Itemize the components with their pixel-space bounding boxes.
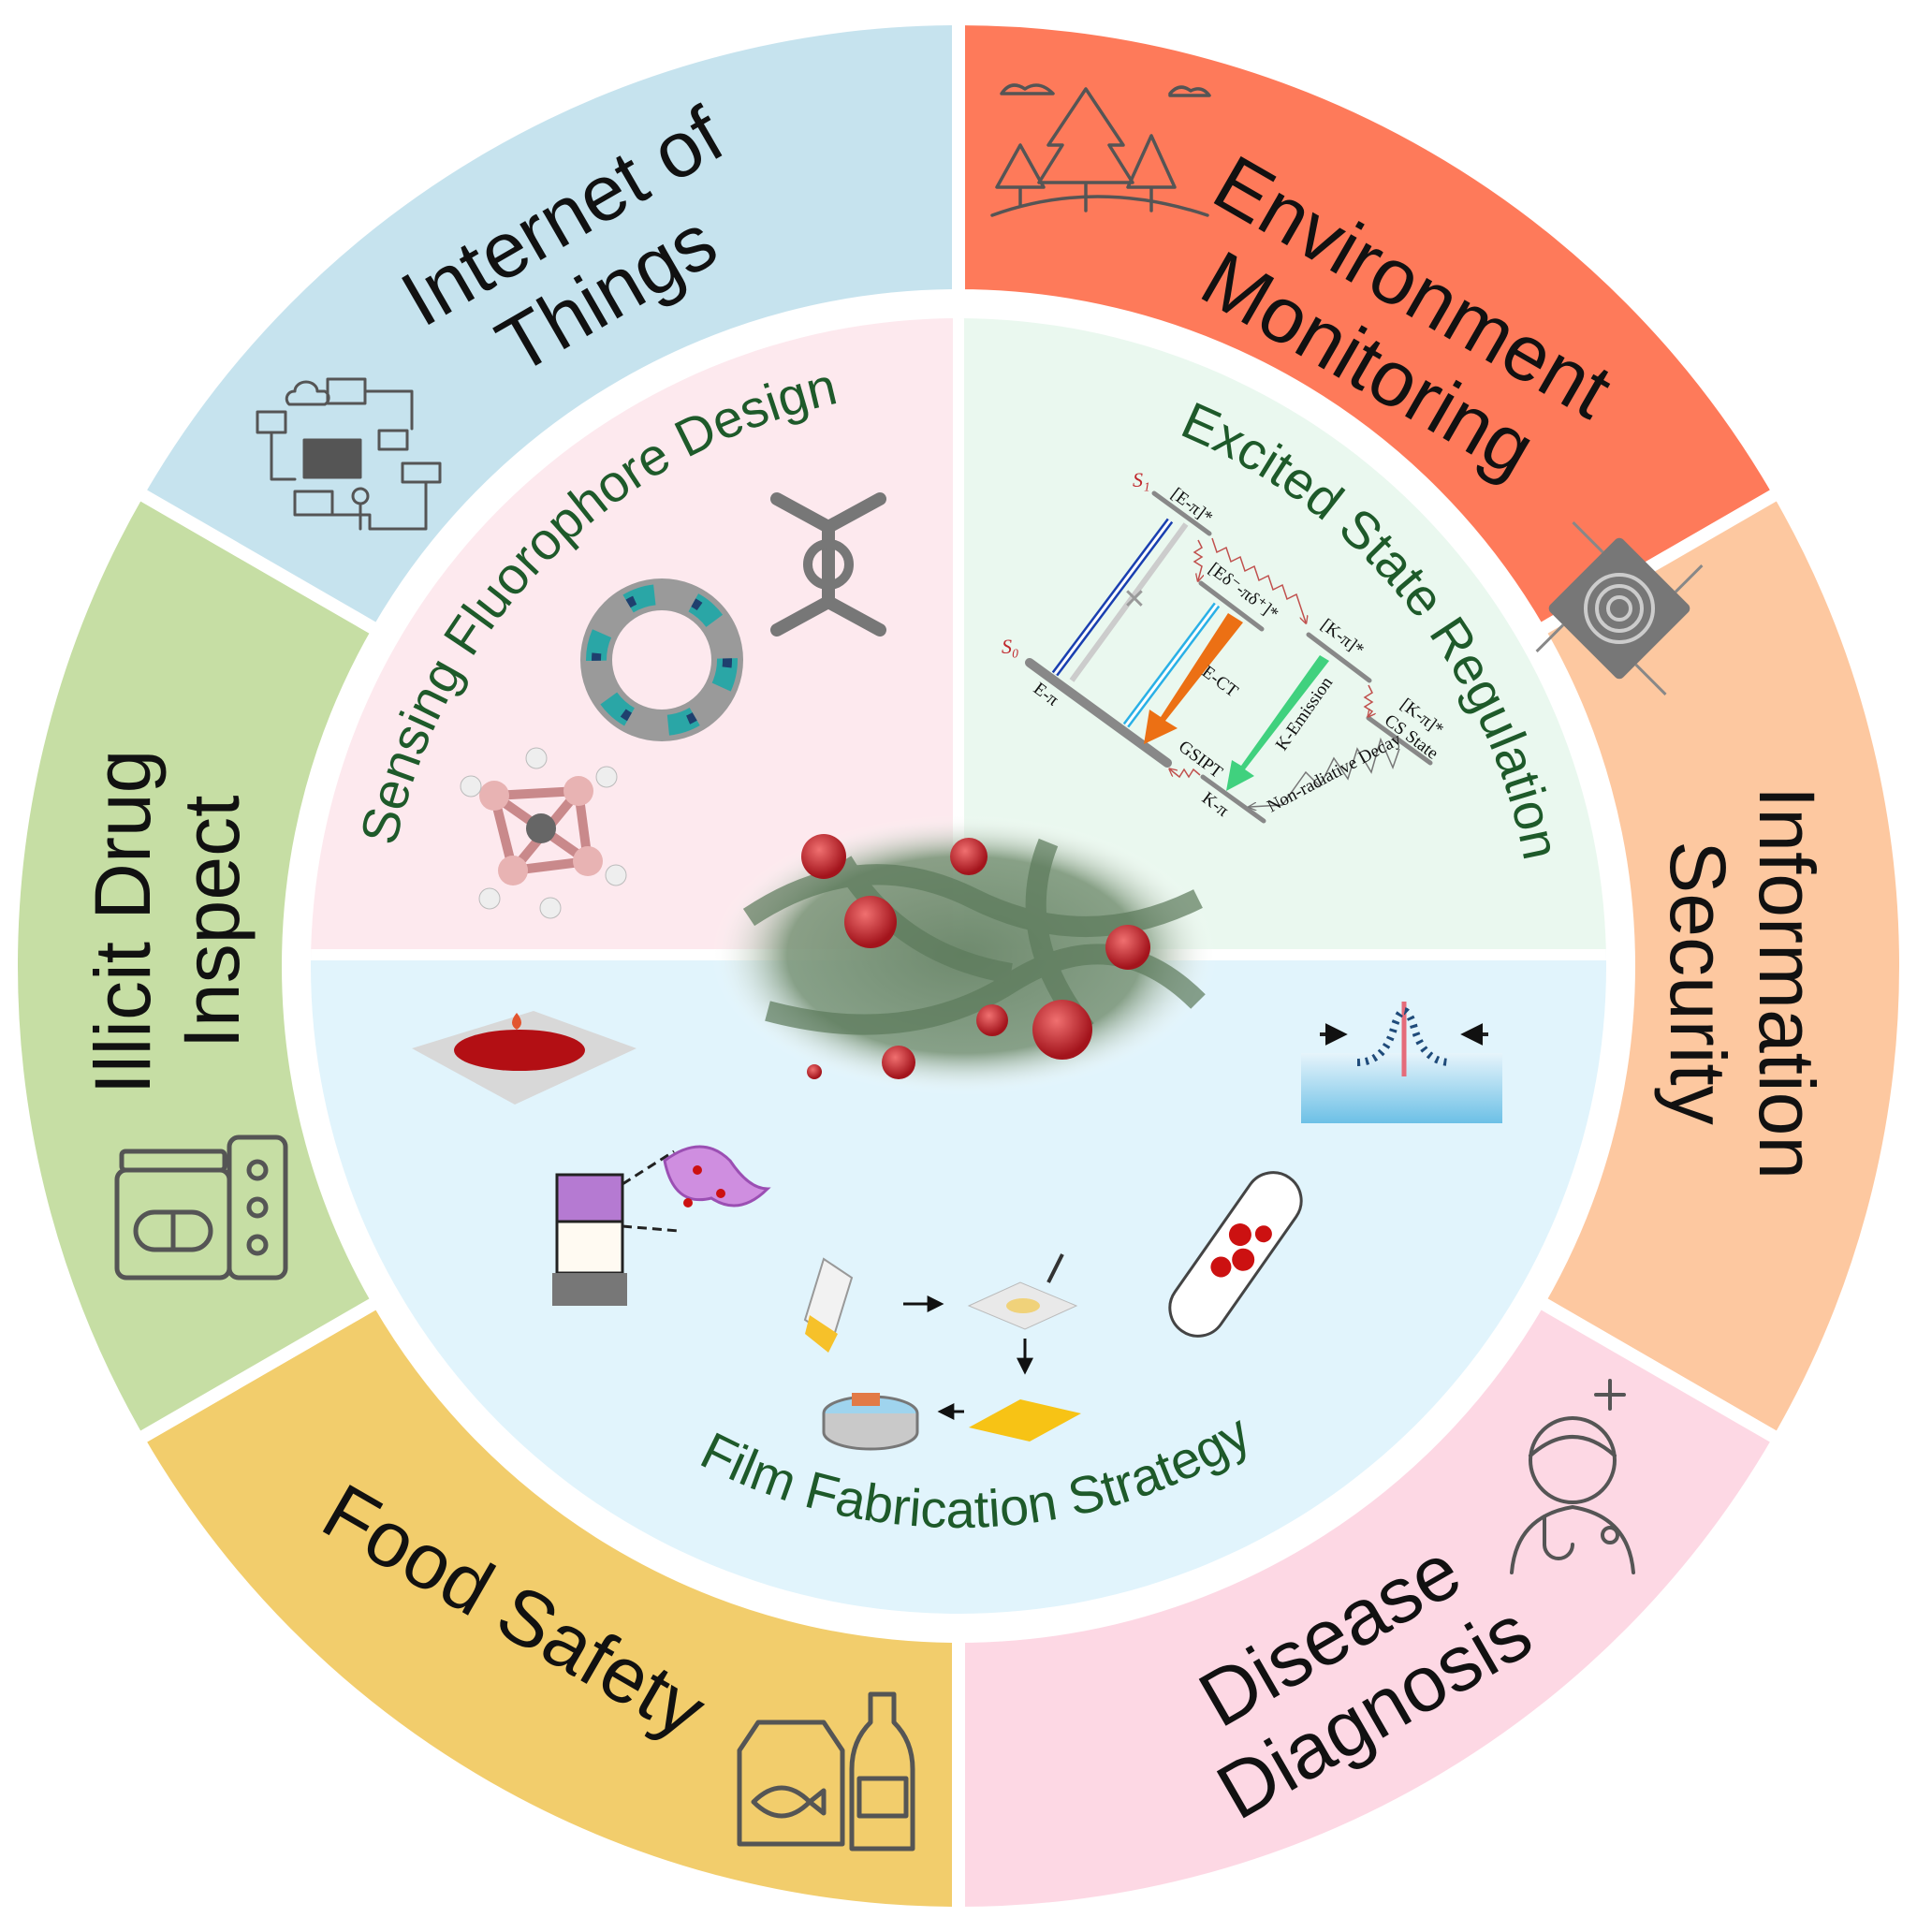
drug-jar-pills-icon: [114, 1134, 288, 1281]
label-drug-line2: Inspect: [168, 796, 256, 1049]
label-drug-line1: Illicit Drug: [79, 750, 167, 1095]
sector-food: [129, 1292, 965, 1921]
e-ct-emission-arrow: [1144, 613, 1243, 744]
langmuir-trough-icon: [1301, 1002, 1502, 1123]
tetraphenylethylene-molecule-icon: [770, 492, 886, 637]
level-s0: [1025, 658, 1172, 768]
label-security-line2: Security: [1654, 841, 1742, 1124]
level-k-star: [1306, 632, 1372, 683]
level-s1: [1151, 490, 1212, 536]
forest-icon: [990, 83, 1211, 217]
fiber-tube-icon: [1168, 1171, 1303, 1338]
blocked-emission-arrow: [1069, 522, 1189, 682]
spin-coating-process-icon: [803, 1253, 1081, 1451]
label-security: Information Security: [1654, 786, 1831, 1179]
s1-label: S₁: [1133, 468, 1150, 491]
esipt-wave: [1211, 537, 1306, 622]
sector-disease: [952, 1292, 1788, 1921]
nanofiber-network-image: [711, 814, 1217, 1095]
sector-environment: [952, 11, 1788, 640]
sensor-vial-icon: [552, 1145, 771, 1306]
label-security-line1: Information: [1743, 786, 1831, 1179]
fingerprint-chip-icon: [1535, 521, 1704, 695]
carborane-cage-molecule-icon: [460, 747, 627, 919]
iot-network-icon: [256, 377, 442, 531]
blocked-x-icon: ✕: [1122, 584, 1146, 615]
energy-level-diagram: ✕ S₁ S₀ [E-π]* [Eδ⁻-πδ⁺]* [K-π]* [K-π]* …: [1002, 468, 1447, 824]
level-cs: [1366, 715, 1433, 766]
macrocycle-molecule-icon: [580, 578, 743, 741]
level-ct: [1198, 580, 1265, 632]
s0-label: S₀: [1002, 635, 1019, 658]
doctor-icon: [1510, 1379, 1635, 1574]
drop-cast-plate-icon: [412, 1011, 637, 1105]
food-bag-bottle-icon: [737, 1691, 915, 1852]
sector-security: [1529, 483, 1913, 1449]
nonradiative-wave: [1250, 737, 1400, 807]
level-k-pi: [1200, 774, 1266, 824]
k-emission-arrow: [1226, 655, 1329, 791]
label-drug: Illicit Drug Inspect: [79, 750, 256, 1095]
